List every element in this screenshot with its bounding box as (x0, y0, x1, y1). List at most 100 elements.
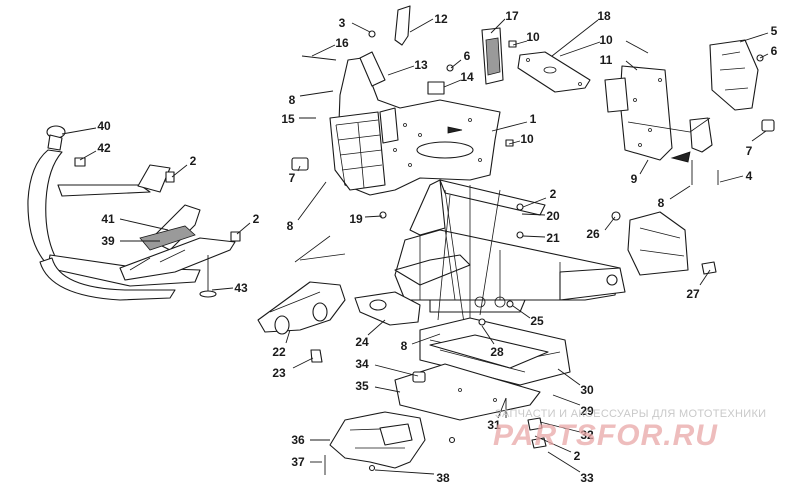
callout-leader-line (547, 451, 581, 473)
callout-number: 1 (530, 112, 537, 126)
callout-leader-line (211, 287, 234, 291)
callout-leader-line (669, 185, 691, 200)
callout-leader-line (512, 305, 531, 319)
callout-leader-line (639, 159, 649, 175)
callout-leader-line (171, 164, 188, 178)
callout-leader-line (551, 19, 599, 57)
parts-artwork (27, 5, 775, 475)
callout-number: 4 (746, 169, 753, 183)
front-fascia-panel (291, 51, 501, 219)
callout-number: 22 (272, 345, 286, 359)
callout-leader-line (285, 329, 291, 344)
callout-leader-line (297, 165, 301, 172)
callout-number: 2 (550, 187, 557, 201)
callout-number: 6 (771, 44, 778, 58)
callout-number: 7 (746, 144, 753, 158)
callout-leader-line (751, 130, 767, 142)
callout-leader-line (387, 65, 415, 76)
callout-number: 37 (291, 455, 305, 469)
callout-number: 20 (546, 209, 560, 223)
callout-leader-line (374, 386, 401, 393)
callout-leader-line (481, 325, 495, 345)
callout-leader-line (522, 197, 547, 208)
callout-leader-line (490, 18, 506, 34)
callout-number: 12 (434, 12, 448, 26)
callout-leader-line (739, 32, 769, 43)
callout-leader-line (374, 364, 419, 377)
callout-leader-line (443, 79, 462, 88)
left-mount (257, 281, 346, 363)
callout-number: 5 (771, 24, 778, 38)
callout-leader-line (297, 181, 327, 221)
callout-number: 19 (349, 212, 363, 226)
side-bracket (670, 39, 775, 185)
callout-number: 16 (335, 36, 349, 50)
callout-leader-line (236, 222, 251, 235)
watermark: ЗАПЧАСТИ И АКСЕССУАРЫ ДЛЯ МОТОТЕХНИКИ PA… (493, 408, 766, 452)
callout-number: 11 (600, 53, 613, 67)
front-bumper-assembly (27, 125, 241, 301)
callout-leader-line (292, 357, 314, 369)
callout-number: 10 (599, 33, 613, 47)
callout-number: 40 (97, 119, 111, 133)
callout-number: 36 (291, 433, 305, 447)
callout-number: 32 (580, 428, 594, 442)
callout-leader-line (539, 421, 581, 433)
callout-leader-line (512, 40, 528, 46)
callout-leader-line (719, 175, 744, 183)
callout-number: 35 (355, 379, 369, 393)
callout-leader-line (522, 235, 546, 238)
callout-number: 29 (580, 404, 594, 418)
callout-number: 2 (190, 154, 197, 168)
lower-skid-plate (394, 363, 547, 449)
callout-number: 26 (586, 227, 600, 241)
callout-leader-line (299, 90, 334, 97)
callout-number: 28 (490, 345, 504, 359)
callout-leader-line (351, 22, 371, 33)
callout-leader-line (409, 18, 434, 33)
callout-leader-line (374, 469, 435, 475)
callout-number: 6 (464, 49, 471, 63)
callout-number: 43 (234, 281, 248, 295)
watermark-caption: ЗАПЧАСТИ И АКСЕССУАРЫ ДЛЯ МОТОТЕХНИКИ (495, 408, 766, 420)
callout-number: 18 (597, 9, 611, 23)
callout-leader-line (552, 394, 581, 406)
callout-number: 10 (526, 30, 540, 44)
callout-leader-line (604, 216, 616, 231)
callout-number: 41 (101, 212, 115, 226)
callout-number: 38 (436, 471, 450, 485)
bottom-guard (324, 411, 456, 475)
reference-lines (294, 41, 711, 321)
callout-number: 31 (487, 418, 501, 432)
top-plate (517, 51, 591, 93)
callout-number: 15 (281, 112, 295, 126)
callout-leader-line (364, 215, 383, 218)
center-mount (354, 291, 421, 326)
callout-number: 3 (339, 16, 346, 30)
callout-number: 8 (287, 219, 294, 233)
shroud-panel (604, 65, 673, 161)
callout-number: 8 (289, 93, 296, 107)
callout-number: 10 (520, 132, 534, 146)
callout-number: 30 (580, 383, 594, 397)
callout-leader-line (61, 127, 97, 135)
callout-number: 9 (631, 172, 638, 186)
callout-leader-line (625, 60, 638, 71)
callout-number: 14 (460, 70, 474, 84)
callout-number: 8 (401, 339, 408, 353)
upper-brackets (301, 5, 517, 147)
callout-number: 23 (272, 366, 286, 380)
callout-leader-line (491, 121, 528, 132)
callout-number: 8 (658, 196, 665, 210)
callout-number: 2 (574, 449, 581, 463)
rear-bracket (611, 211, 717, 276)
callout-number: 17 (505, 9, 519, 23)
callout-leader-line (557, 368, 581, 386)
callout-leader-line (508, 140, 521, 145)
callout-leader-line (699, 269, 711, 286)
callout-number: 25 (530, 314, 544, 328)
callout-leader-line (497, 397, 507, 419)
callout-number: 42 (97, 141, 111, 155)
